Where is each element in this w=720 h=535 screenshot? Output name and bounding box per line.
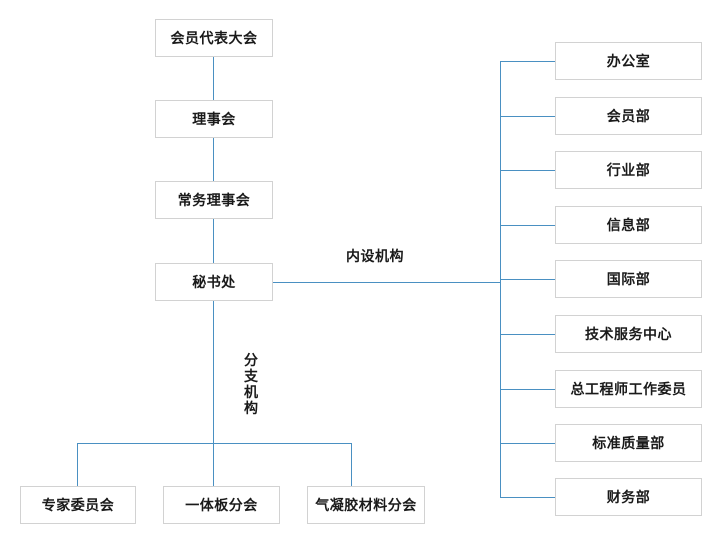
connector-trunk-to-standards — [500, 443, 555, 444]
node-standing-council[interactable]: 常务理事会 — [155, 181, 273, 219]
node-integrated-board-branch[interactable]: 一体板分会 — [163, 486, 280, 524]
connector-trunk-to-information — [500, 225, 555, 226]
connector-bus-to-experts — [77, 443, 78, 486]
branch-bus-line — [77, 443, 352, 444]
connector-secretariat-to-internal-trunk — [273, 282, 501, 283]
node-congress[interactable]: 会员代表大会 — [155, 19, 273, 57]
node-aerogel-material-branch[interactable]: 气凝胶材料分会 — [307, 486, 425, 524]
connector-bus-to-aerogel — [351, 443, 352, 486]
connector-secretariat-to-branch-bus — [213, 301, 214, 443]
connector-trunk-to-international — [500, 279, 555, 280]
node-council[interactable]: 理事会 — [155, 100, 273, 138]
connector-bus-to-integrated — [213, 443, 214, 486]
node-expert-committee[interactable]: 专家委员会 — [20, 486, 136, 524]
node-industry-department[interactable]: 行业部 — [555, 151, 702, 189]
node-standards-quality-department[interactable]: 标准质量部 — [555, 424, 702, 462]
connector-trunk-to-office — [500, 61, 555, 62]
connector-trunk-to-techservice — [500, 334, 555, 335]
connector-trunk-to-membership — [500, 116, 555, 117]
node-international-department[interactable]: 国际部 — [555, 260, 702, 298]
node-chief-engineer-committee[interactable]: 总工程师工作委员 — [555, 370, 702, 408]
connector-trunk-to-finance — [500, 497, 555, 498]
node-office[interactable]: 办公室 — [555, 42, 702, 80]
edge-label-branch-organizations: 分支机构 — [243, 352, 259, 416]
node-information-department[interactable]: 信息部 — [555, 206, 702, 244]
node-membership-department[interactable]: 会员部 — [555, 97, 702, 135]
node-technical-service-center[interactable]: 技术服务中心 — [555, 315, 702, 353]
edge-label-internal-organizations: 内设机构 — [346, 246, 404, 266]
connector-congress-to-council — [213, 57, 214, 100]
node-secretariat[interactable]: 秘书处 — [155, 263, 273, 301]
connector-trunk-to-chiefengineer — [500, 389, 555, 390]
connector-standing-to-secretariat — [213, 219, 214, 263]
node-finance-department[interactable]: 财务部 — [555, 478, 702, 516]
connector-trunk-to-industry — [500, 170, 555, 171]
connector-council-to-standing — [213, 138, 214, 181]
